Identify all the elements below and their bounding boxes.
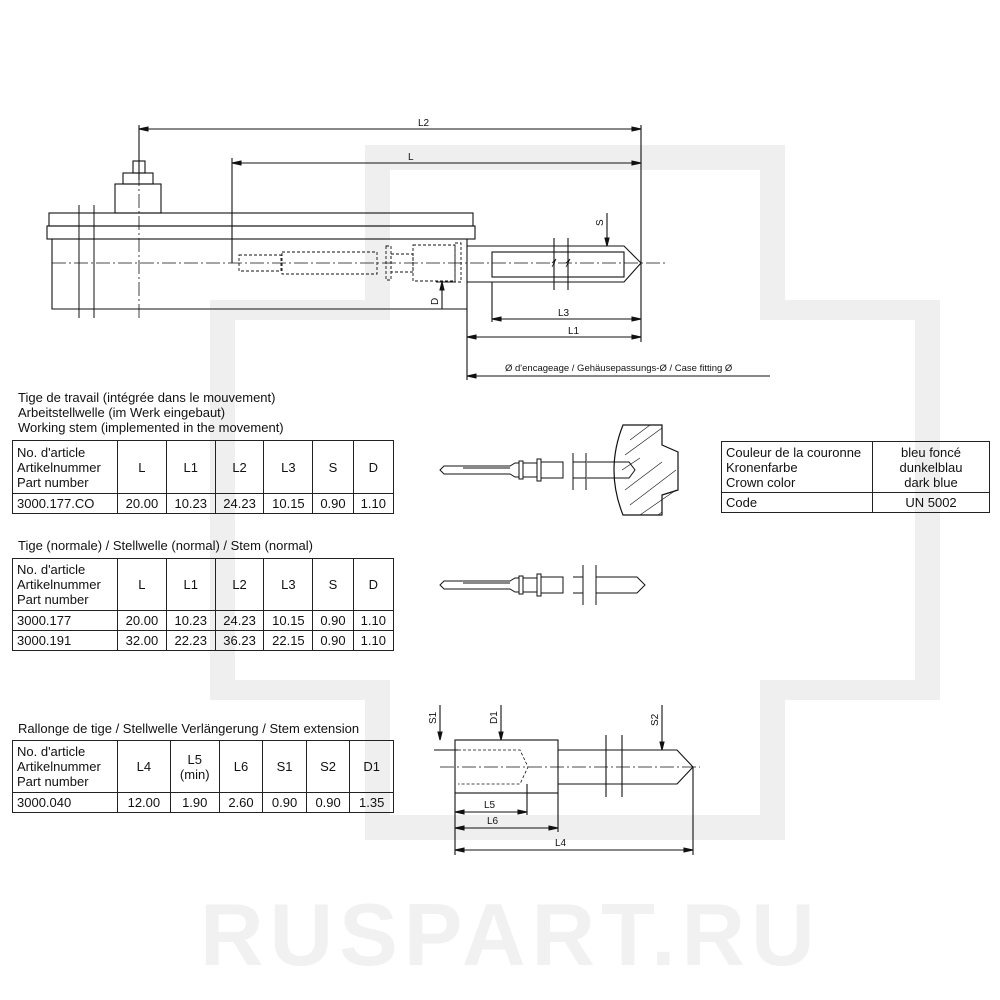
- header-cell: L1: [165, 558, 216, 611]
- table-row: Couleur de la couronne Kronenfarbe Crown…: [721, 441, 990, 493]
- cell: 24.23: [214, 610, 265, 631]
- cell: 10.23: [165, 493, 216, 514]
- table-row: Code UN 5002: [721, 492, 990, 513]
- dim-label-s2: S2: [650, 713, 661, 726]
- code-value: UN 5002: [872, 492, 990, 513]
- cell: 22.15: [263, 630, 314, 651]
- dim-label-s1: S1: [428, 711, 439, 724]
- cell: 0.90: [312, 493, 354, 514]
- dim-label-l4: L4: [555, 838, 567, 849]
- normal-stem-title: Tige (normale) / Stellwelle (normal) / S…: [18, 538, 313, 553]
- cell: 3000.040: [12, 792, 118, 813]
- cell: 22.23: [165, 630, 216, 651]
- crown-color-label: Couleur de la couronne Kronenfarbe Crown…: [721, 441, 873, 493]
- dim-label-s: S: [595, 219, 606, 226]
- header-cell: L4: [117, 740, 171, 793]
- normal-stem-sketch: [439, 565, 646, 605]
- dim-label-l5: L5: [484, 800, 496, 811]
- title-de: Arbeitstellwelle (im Werk eingebaut): [18, 405, 226, 420]
- dim-label-d1: D1: [489, 711, 500, 724]
- header-cell: L: [117, 440, 167, 494]
- cell: 0.90: [312, 610, 354, 631]
- header-cell: L3: [263, 440, 314, 494]
- dim-label-l3: L3: [558, 308, 570, 319]
- header-cell: L1: [165, 440, 216, 494]
- cell: 0.90: [305, 792, 351, 813]
- cell: 1.90: [169, 792, 220, 813]
- cell: 1.10: [352, 610, 395, 631]
- working-stem-table: No. d'article Artikelnummer Part number …: [12, 440, 395, 514]
- cell: 12.00: [117, 792, 171, 813]
- cell: 2.60: [218, 792, 264, 813]
- cell: 20.00: [117, 610, 167, 631]
- case-fitting-label: Ø d'encageage / Gehäusepassungs-Ø / Case…: [505, 363, 733, 374]
- dim-label-l1: L1: [568, 326, 580, 337]
- main-stem-assembly: [46, 125, 770, 380]
- cell: 3000.191: [12, 630, 118, 651]
- cell: 1.35: [349, 792, 394, 813]
- dim-label-l6: L6: [487, 816, 499, 827]
- dim-label-l: L: [408, 152, 414, 163]
- code-label: Code: [721, 492, 873, 513]
- header-part-number: No. d'article Artikelnummer Part number: [12, 440, 118, 494]
- header-cell: D: [352, 558, 395, 611]
- table-header-row: No. d'article Artikelnummer Part number …: [12, 440, 395, 494]
- title-fr: Tige de travail (intégrée dans le mouvem…: [18, 390, 276, 405]
- working-stem-title: Tige de travail (intégrée dans le mouvem…: [18, 390, 284, 435]
- cell: 3000.177: [12, 610, 118, 631]
- cell: 0.90: [262, 792, 307, 813]
- header-part-number: No. d'article Artikelnummer Part number: [12, 740, 118, 793]
- dim-label-d: D: [430, 298, 441, 305]
- header-cell: L2: [214, 558, 265, 611]
- watermark-text: RUSPART.RU: [200, 885, 821, 984]
- title-en: Working stem (implemented in the movemen…: [18, 420, 284, 435]
- stem-extension-sketch: [434, 705, 700, 855]
- table-header-row: No. d'article Artikelnummer Part number …: [12, 558, 395, 611]
- crown-color-table: Couleur de la couronne Kronenfarbe Crown…: [721, 441, 990, 513]
- cell: 10.15: [263, 610, 314, 631]
- header-part-number: No. d'article Artikelnummer Part number: [12, 558, 118, 611]
- header-cell: L5 (min): [169, 740, 220, 793]
- working-stem-sketch: [439, 424, 679, 516]
- header-cell: S: [312, 558, 354, 611]
- normal-stem-table: No. d'article Artikelnummer Part number …: [12, 558, 395, 651]
- header-cell: S2: [305, 740, 351, 793]
- cell: 3000.177.CO: [12, 493, 118, 514]
- header-cell: D: [352, 440, 395, 494]
- cell: 32.00: [117, 630, 167, 651]
- header-cell: L3: [263, 558, 314, 611]
- header-cell: D1: [349, 740, 394, 793]
- extension-table: No. d'article Artikelnummer Part number …: [12, 740, 394, 813]
- cell: 36.23: [214, 630, 265, 651]
- header-cell: S: [312, 440, 354, 494]
- header-cell: L2: [214, 440, 265, 494]
- cell: 0.90: [312, 630, 354, 651]
- dim-label-l2: L2: [418, 118, 430, 129]
- cell: 10.15: [263, 493, 314, 514]
- table-header-row: No. d'article Artikelnummer Part number …: [12, 740, 394, 793]
- header-cell: L6: [218, 740, 264, 793]
- header-cell: L: [117, 558, 167, 611]
- crown-color-value: bleu foncé dunkelblau dark blue: [872, 441, 990, 493]
- cell: 1.10: [352, 630, 395, 651]
- extension-title: Rallonge de tige / Stellwelle Verlängeru…: [18, 721, 360, 736]
- cell: 24.23: [214, 493, 265, 514]
- header-cell: S1: [262, 740, 307, 793]
- cell: 20.00: [117, 493, 167, 514]
- cell: 1.10: [352, 493, 395, 514]
- cell: 10.23: [165, 610, 216, 631]
